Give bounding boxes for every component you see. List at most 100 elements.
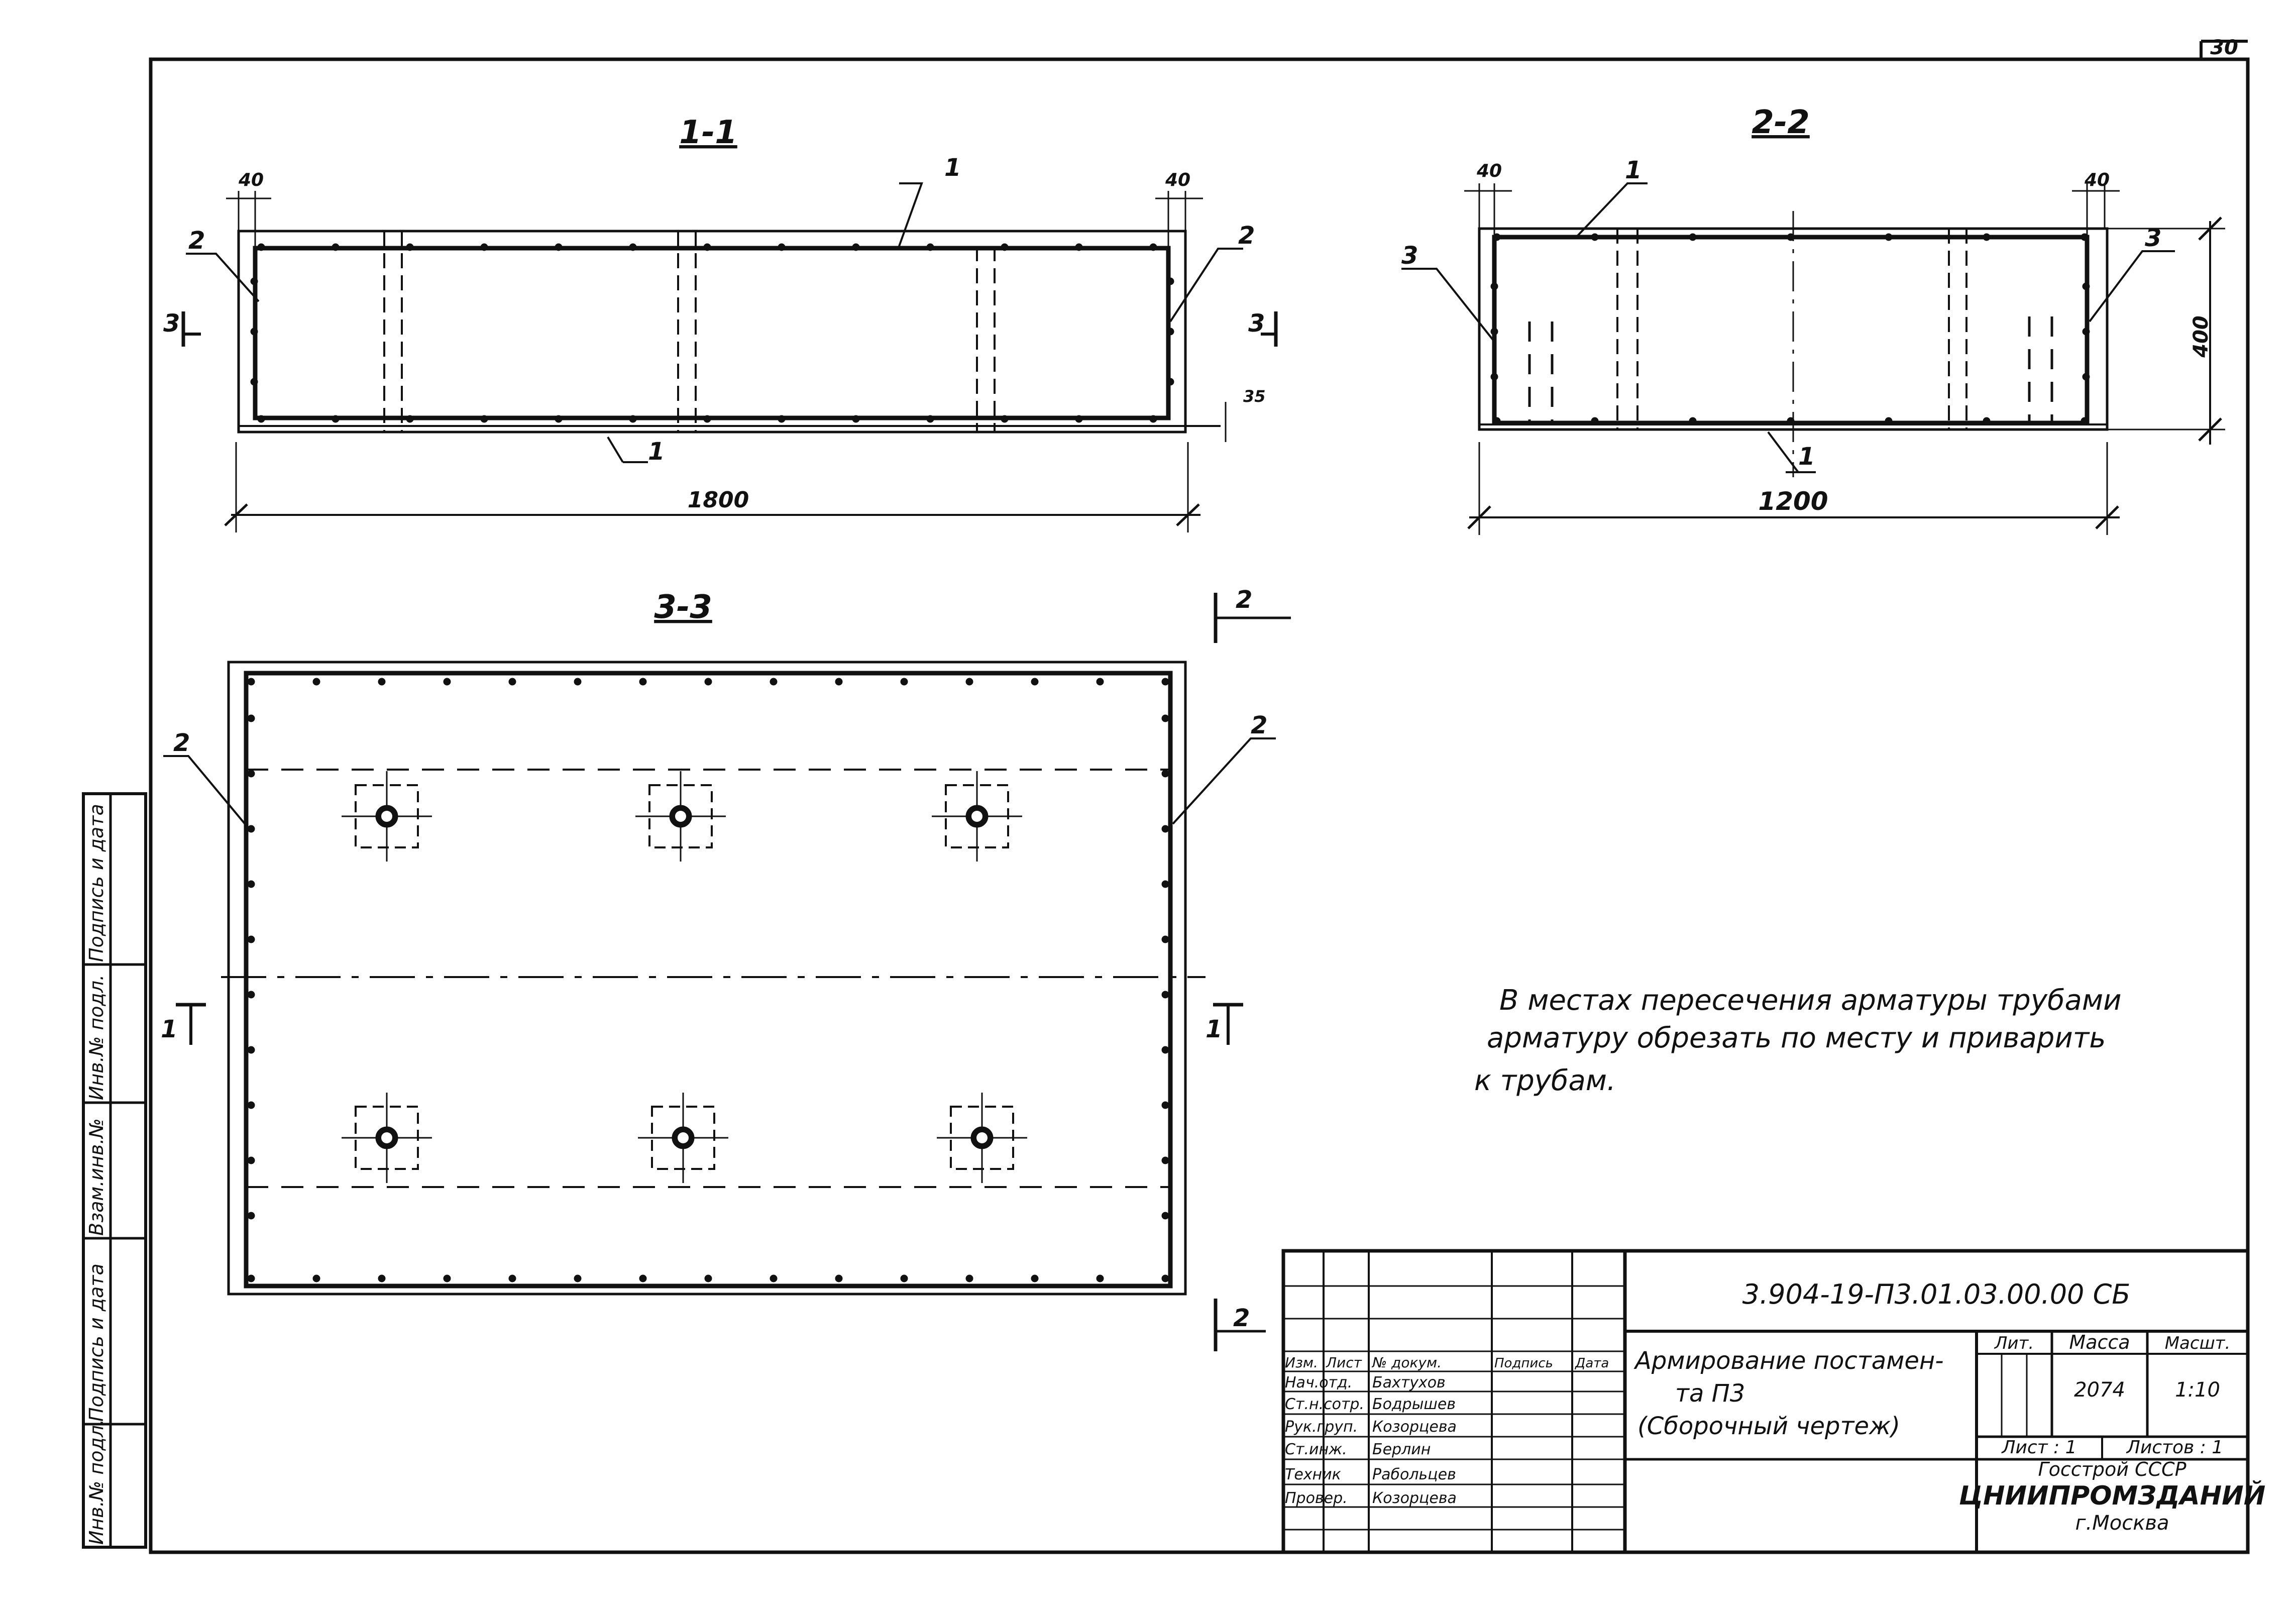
label-3-right-2-2: 3 <box>2145 224 2161 252</box>
rebar-dot <box>574 678 582 686</box>
section-3-3-drawing <box>163 593 1291 1351</box>
label-1-bottom-1-1: 1 <box>648 438 665 466</box>
col-header-list: Лист <box>1326 1354 1362 1371</box>
dim-400: 400 <box>2190 315 2213 358</box>
rebar-dot <box>1493 233 1501 241</box>
pipe-sleeve <box>932 771 1022 862</box>
rebar-dot <box>1075 415 1083 423</box>
title-block-grid <box>1281 1249 2250 1554</box>
sheets-label: Листов : 1 <box>2126 1437 2223 1458</box>
drawing-name-line-3: (Сборочный чертеж) <box>1637 1412 1900 1440</box>
note-line-1: В местах пересечения арматуры трубами <box>1499 984 2121 1017</box>
pipe-sleeve <box>635 771 726 862</box>
rebar-dot <box>1490 328 1498 336</box>
cut-3-right: 3 <box>1248 309 1265 338</box>
rebar-dot <box>508 678 516 686</box>
pipe-sleeve <box>342 1093 432 1183</box>
rebar-dot <box>835 678 843 686</box>
rebar-dot <box>900 678 908 686</box>
drawing-name-line-1: Армирование постамен- <box>1633 1347 1944 1375</box>
rebar-dot <box>508 1274 516 1282</box>
label-1-bottom-2-2: 1 <box>1798 443 1815 471</box>
cut-1-left: 1 <box>161 1015 177 1043</box>
note-line-2: арматуру обрезать по месту и приварить <box>1487 1022 2106 1054</box>
rebar-dot <box>1166 277 1174 285</box>
rebar-dot <box>247 1274 255 1282</box>
rebar-dot <box>480 415 488 423</box>
side-stamp-1: Инв.№ подл. <box>85 1419 107 1545</box>
sheet-label: Лист : 1 <box>2001 1437 2076 1458</box>
rebar-dot <box>555 243 563 251</box>
rebar-dot <box>247 770 255 778</box>
role-5: Техник <box>1285 1466 1341 1483</box>
rebar-dot <box>574 1274 582 1282</box>
rebar-dot <box>443 678 451 686</box>
document-code: 3.904-19-П3.01.03.00.00 СБ <box>1742 1278 2131 1310</box>
rebar-dot <box>247 678 255 686</box>
rebar-dot <box>1161 1046 1169 1054</box>
rebar-dot <box>1001 243 1009 251</box>
person-4: Берлин <box>1372 1441 1431 1458</box>
dim-40-right-1-1: 40 <box>1165 170 1190 190</box>
person-1: Бахтухов <box>1372 1374 1446 1391</box>
rebar-dot <box>1490 373 1498 381</box>
side-stamp-2: Подпись и дата <box>85 1263 107 1422</box>
role-2: Ст.н.сотр. <box>1285 1396 1364 1413</box>
mass-label: Масса <box>2069 1331 2130 1353</box>
label-2-right-1-1: 2 <box>1238 222 1255 250</box>
scale-label: Масшт. <box>2165 1333 2231 1353</box>
dim-1800: 1800 <box>688 487 749 513</box>
dim-1200: 1200 <box>1758 487 1828 516</box>
rebar-dot <box>247 880 255 888</box>
rebar-dot <box>247 1156 255 1164</box>
rebar-dot <box>257 243 265 251</box>
person-6: Козорцева <box>1372 1489 1457 1507</box>
rebar-dot <box>965 1274 973 1282</box>
rebar-dot <box>247 714 255 722</box>
label-2-left-1-1: 2 <box>188 227 205 255</box>
rebar-dot <box>250 277 258 285</box>
person-3: Козорцева <box>1372 1418 1457 1436</box>
section-1-1-title: 1-1 <box>679 114 737 151</box>
cut-3-left: 3 <box>163 309 180 338</box>
rebar-dot <box>1161 1212 1169 1220</box>
rebar-dot <box>1031 1274 1039 1282</box>
rebar-dot <box>639 678 647 686</box>
rebar-dot <box>1161 678 1169 686</box>
sheet-frame <box>149 57 2250 1554</box>
label-1-top-2-2: 1 <box>1625 156 1642 184</box>
label-1-top-1-1: 1 <box>944 154 961 182</box>
dim-40-right-2-2: 40 <box>2084 170 2110 190</box>
rebar-dot <box>312 678 320 686</box>
col-header-sign: Подпись <box>1494 1356 1553 1371</box>
rebar-dot <box>1166 378 1174 386</box>
rebar-dot <box>1166 328 1174 336</box>
rebar-dot <box>247 1046 255 1054</box>
lit-label: Лит. <box>1994 1333 2034 1353</box>
label-2-right-3-3: 2 <box>1251 711 1267 739</box>
rebar-dot <box>703 415 711 423</box>
rebar-dot <box>1075 243 1083 251</box>
rebar-dot <box>704 1274 712 1282</box>
col-header-izm: Изм. <box>1285 1354 1318 1371</box>
rebar-dot <box>247 991 255 999</box>
rebar-dot <box>1885 417 1893 425</box>
rebar-dot <box>443 1274 451 1282</box>
rebar-dot <box>770 678 778 686</box>
rebar-dot <box>378 678 386 686</box>
rebar-dot <box>965 678 973 686</box>
rebar-dot <box>1031 678 1039 686</box>
rebar-dot <box>900 1274 908 1282</box>
col-header-doc: № докум. <box>1371 1354 1442 1371</box>
side-stamp-3: Взам.инв.№ <box>85 1118 107 1236</box>
role-6: Провер. <box>1285 1489 1348 1507</box>
cut-2-bottom: 2 <box>1233 1304 1250 1332</box>
drawing-name-line-2: та П3 <box>1675 1379 1745 1408</box>
rebar-dot <box>406 415 414 423</box>
rebar-dot <box>1096 678 1104 686</box>
rebar-dot <box>1591 417 1599 425</box>
rebar-dot <box>378 1274 386 1282</box>
role-4: Ст.инж. <box>1285 1441 1347 1458</box>
pipe-sleeve <box>937 1093 1027 1183</box>
